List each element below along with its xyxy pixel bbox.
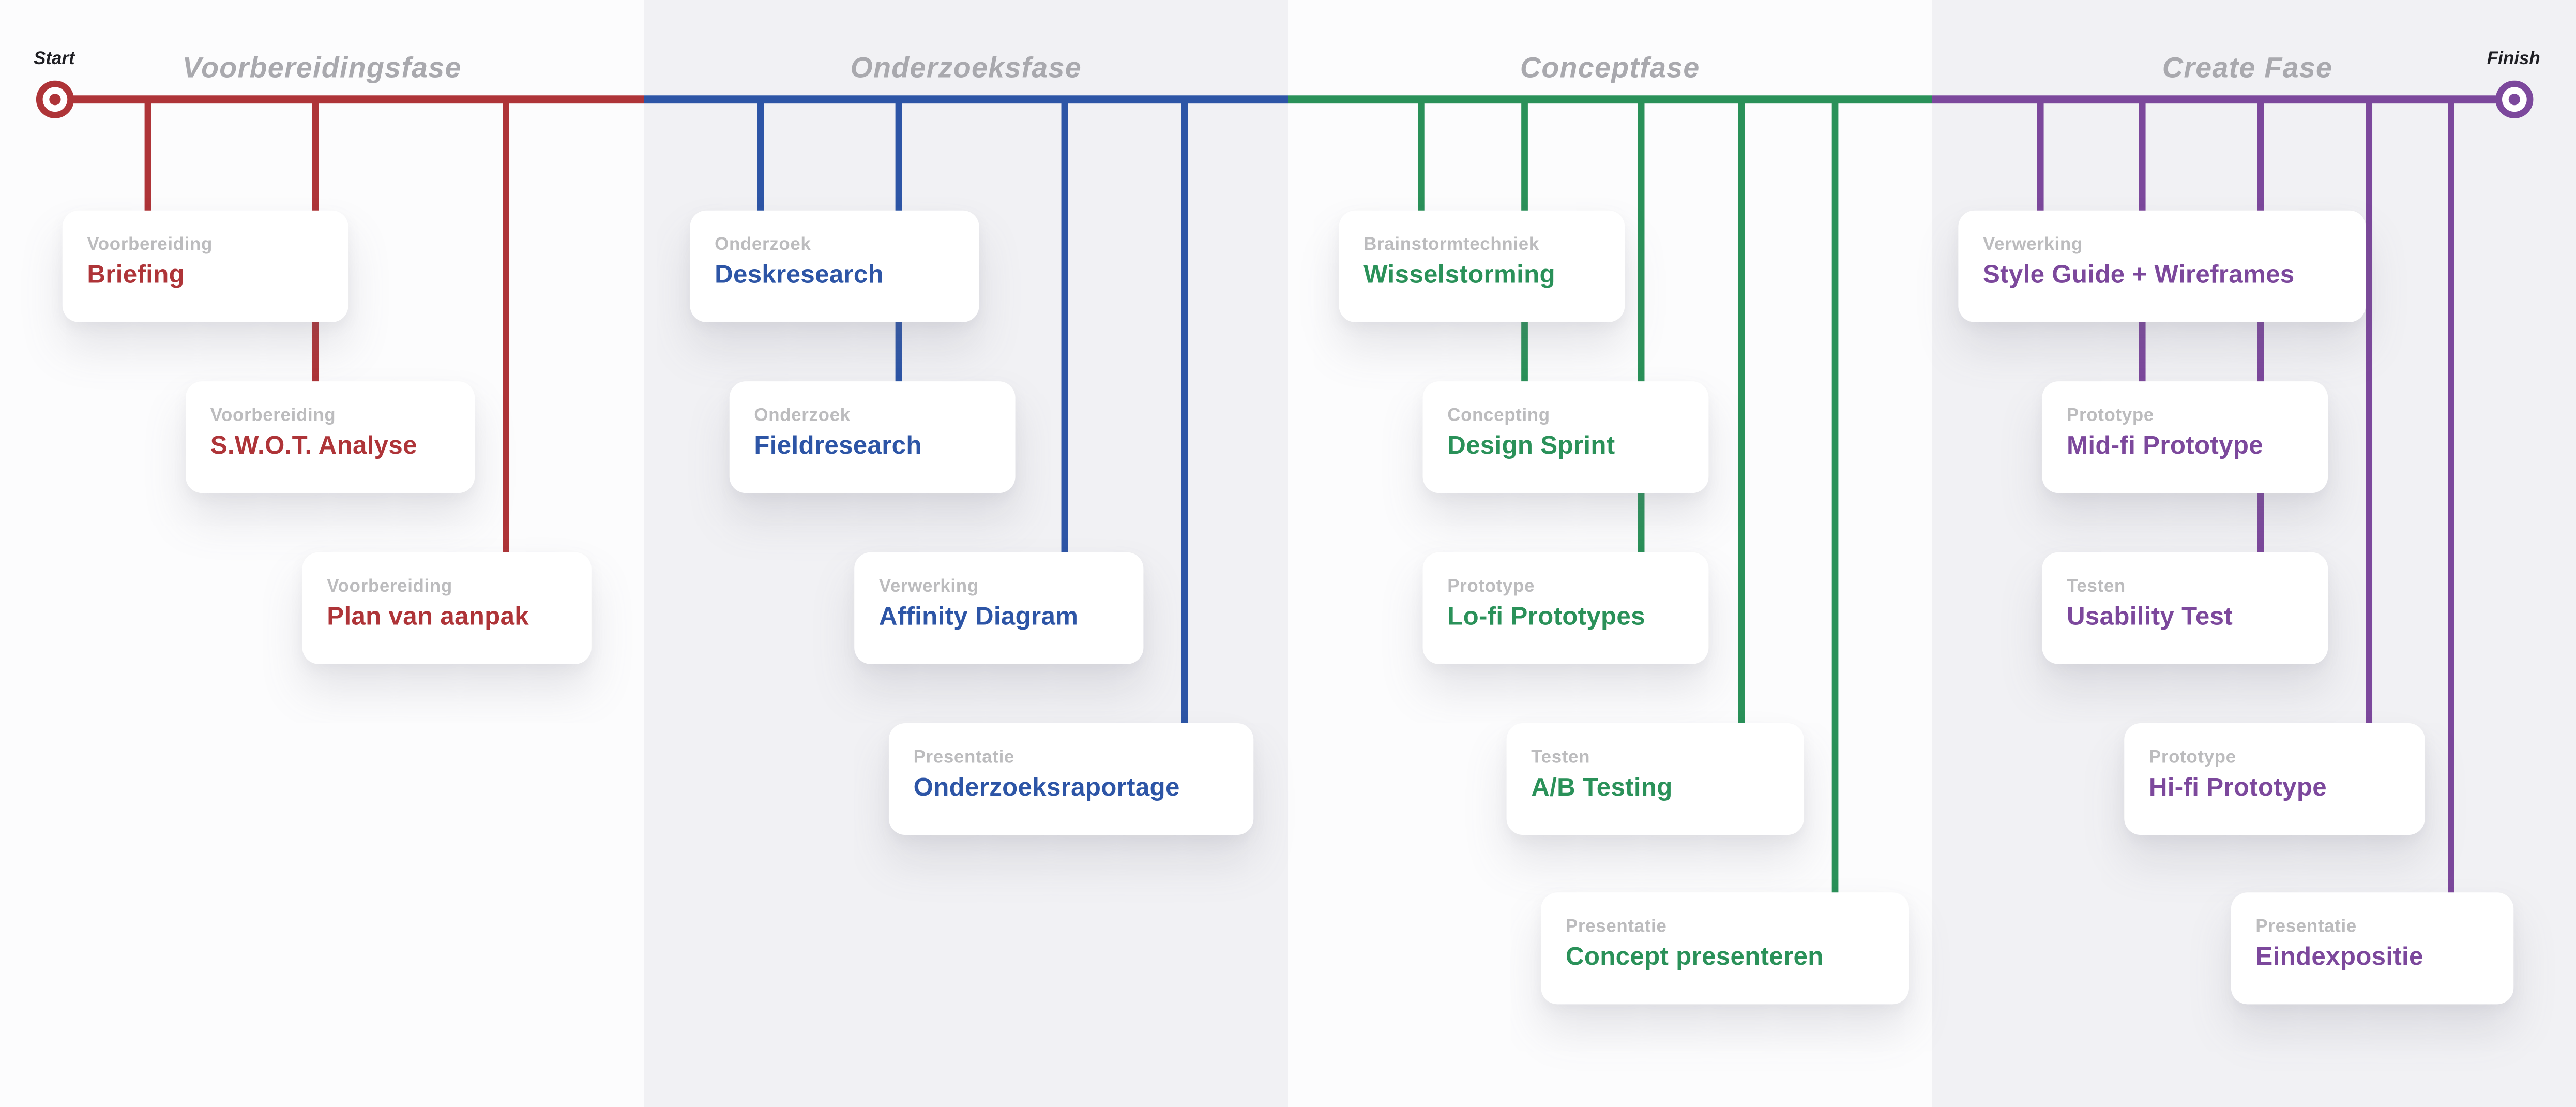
- connector-line-concept-presenteren: [1831, 98, 1839, 949]
- finish-marker-icon: [2494, 80, 2533, 118]
- card-title: Concept presenteren: [1565, 943, 1824, 971]
- card-category: Verwerking: [1983, 235, 2083, 255]
- card-design-sprint: Concepting Design Sprint: [1422, 381, 1709, 493]
- card-title: Hi-fi Prototype: [2148, 774, 2327, 802]
- card-concept-presenteren: Presentatie Concept presenteren: [1541, 892, 1910, 1005]
- card-title: Usability Test: [2067, 603, 2233, 632]
- card-title: S.W.O.T. Analyse: [210, 432, 417, 460]
- timeline-segment-onderzoeksfase: [644, 94, 1289, 103]
- card-title: Lo-fi Prototypes: [1447, 603, 1645, 632]
- timeline-segment-create-fase: [1932, 94, 2514, 103]
- card-affinity-diagram: Verwerking Affinity Diagram: [854, 552, 1144, 664]
- card-category: Prototype: [2067, 406, 2154, 426]
- card-title: Affinity Diagram: [878, 603, 1079, 632]
- card-briefing: Voorbereiding Briefing: [62, 210, 348, 322]
- card-fieldresearch: Onderzoek Fieldresearch: [729, 381, 1016, 493]
- card-title: Design Sprint: [1447, 432, 1615, 460]
- start-marker-dot-icon: [48, 93, 60, 104]
- card-category: Onderzoek: [754, 406, 851, 426]
- card-onderzoeksraportage: Presentatie Onderzoeksraportage: [888, 723, 1254, 835]
- card-category: Prototype: [1447, 577, 1535, 597]
- card-usability-test: Testen Usability Test: [2042, 552, 2328, 664]
- card-category: Voorbereiding: [87, 235, 213, 255]
- connector-line-onderzoeksraportage: [1181, 98, 1188, 780]
- card-category: Onderzoek: [715, 235, 811, 255]
- card-ab-testing: Testen A/B Testing: [1506, 723, 1804, 835]
- card-title: Style Guide + Wireframes: [1983, 261, 2295, 290]
- card-wisselstorming: Brainstormtechniek Wisselstorming: [1339, 210, 1625, 322]
- card-title: Wisselstorming: [1363, 261, 1555, 290]
- card-midfi-prototype: Prototype Mid-fi Prototype: [2042, 381, 2328, 493]
- timeline-segment-voorbereidingsfase: [54, 94, 644, 103]
- card-title: Eindexpositie: [2255, 943, 2423, 971]
- card-lofi-prototypes: Prototype Lo-fi Prototypes: [1422, 552, 1709, 664]
- phase-title-create-fase: Create Fase: [2162, 51, 2333, 84]
- card-style-guide-wireframes: Verwerking Style Guide + Wireframes: [1958, 210, 2366, 322]
- card-category: Testen: [2067, 577, 2126, 597]
- connector-line-lofi-prototypes: [1638, 98, 1645, 608]
- connector-line-plan-van-aanpak: [503, 98, 509, 608]
- card-plan-van-aanpak: Voorbereiding Plan van aanpak: [302, 552, 592, 664]
- card-category: Presentatie: [2255, 917, 2357, 937]
- phase-title-conceptfase: Conceptfase: [1520, 51, 1700, 84]
- card-category: Voorbereiding: [327, 577, 452, 597]
- card-deskresearch: Onderzoek Deskresearch: [690, 210, 979, 322]
- card-category: Presentatie: [913, 747, 1015, 768]
- card-title: A/B Testing: [1531, 774, 1673, 802]
- card-category: Presentatie: [1565, 917, 1667, 937]
- card-title: Onderzoeksraportage: [913, 774, 1180, 802]
- start-label: Start: [34, 49, 75, 69]
- card-title: Fieldresearch: [754, 432, 922, 460]
- connector-line-affinity-diagram: [1061, 98, 1068, 608]
- card-category: Testen: [1531, 747, 1590, 768]
- card-swot-analyse: Voorbereiding S.W.O.T. Analyse: [186, 381, 475, 493]
- connector-line-usability-test: [2257, 98, 2264, 608]
- card-hifi-prototype: Prototype Hi-fi Prototype: [2124, 723, 2425, 835]
- phase-title-onderzoeksfase: Onderzoeksfase: [850, 51, 1082, 84]
- timeline-segment-conceptfase: [1288, 94, 1932, 103]
- card-category: Voorbereiding: [210, 406, 336, 426]
- card-category: Prototype: [2148, 747, 2236, 768]
- card-category: Concepting: [1447, 406, 1550, 426]
- finish-marker-dot-icon: [2508, 93, 2520, 104]
- connector-line-hifi-prototype: [2366, 98, 2373, 780]
- phase-title-voorbereidingsfase: Voorbereidingsfase: [182, 51, 462, 84]
- card-eindexpositie: Presentatie Eindexpositie: [2231, 892, 2514, 1005]
- card-category: Brainstormtechniek: [1363, 235, 1539, 255]
- finish-label: Finish: [2487, 49, 2540, 69]
- connector-line-ab-testing: [1738, 98, 1745, 780]
- connector-line-eindexpositie: [2448, 98, 2454, 949]
- card-title: Plan van aanpak: [327, 603, 529, 632]
- card-title: Deskresearch: [715, 261, 884, 290]
- card-title: Briefing: [87, 261, 185, 290]
- card-title: Mid-fi Prototype: [2067, 432, 2263, 460]
- card-category: Verwerking: [878, 577, 979, 597]
